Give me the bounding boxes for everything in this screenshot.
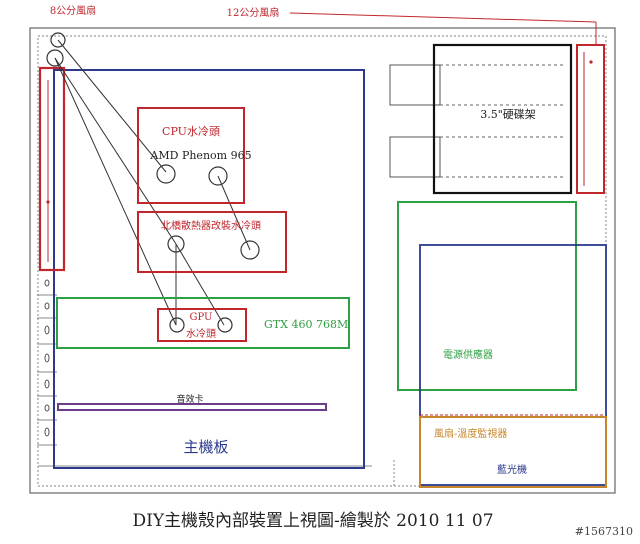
fan-12cm-label: 12公分風扇	[227, 6, 280, 19]
case-outline	[29, 27, 616, 494]
hdd-cage-label: 3.5"硬碟架	[480, 108, 536, 121]
slot-separators	[37, 294, 395, 486]
cpu-block-title: CPU水冷頭	[162, 125, 220, 138]
left-fan-bracket	[38, 66, 66, 272]
fan-8cm-label: 8公分風扇	[50, 4, 96, 17]
nb-block-outline	[137, 211, 287, 273]
cpu-block-outline	[137, 107, 245, 204]
fan-12cm-dot	[589, 60, 593, 64]
gpu-card-outline	[56, 297, 350, 349]
gpu-card-label: GTX 460 768M	[264, 318, 348, 331]
watermark-id: #1567310	[575, 525, 633, 538]
gpu-block-outline	[157, 308, 247, 342]
cpu-block-ports	[156, 164, 228, 186]
bluray-label: 藍光機	[497, 463, 527, 476]
fan-12cm-bracket	[576, 44, 605, 194]
nb-block-label: 北橋散熱器改裝水冷頭	[161, 219, 261, 232]
fan-12cm-leader	[289, 12, 597, 23]
left-fan-dot	[46, 200, 50, 204]
sound-card-label: 音效卡	[176, 393, 203, 405]
hdd-cage	[389, 43, 573, 195]
motherboard-label: 主機板	[183, 438, 228, 456]
gpu-block-line2: 水冷頭	[186, 327, 216, 340]
gpu-block-ports	[169, 317, 233, 333]
psu-label: 電源供應器	[443, 348, 493, 361]
fan-controller-outline	[419, 416, 607, 488]
water-tubes	[54, 39, 251, 326]
nb-block-ports	[167, 235, 260, 260]
cpu-model-label: AMD Phenom 965	[149, 149, 251, 162]
fan-8cm-icon	[46, 32, 66, 67]
drive-bay-outline	[419, 244, 607, 486]
sound-card-outline	[57, 403, 327, 411]
diagram-caption: DIY主機殼內部裝置上視圖-繪製於 2010 11 07	[132, 511, 493, 531]
fan-controller-label: 風扇-溫度監視器	[434, 427, 507, 440]
gpu-block-line1: GPU	[190, 312, 213, 323]
psu-outline	[397, 201, 577, 391]
slot-holes	[44, 279, 50, 437]
